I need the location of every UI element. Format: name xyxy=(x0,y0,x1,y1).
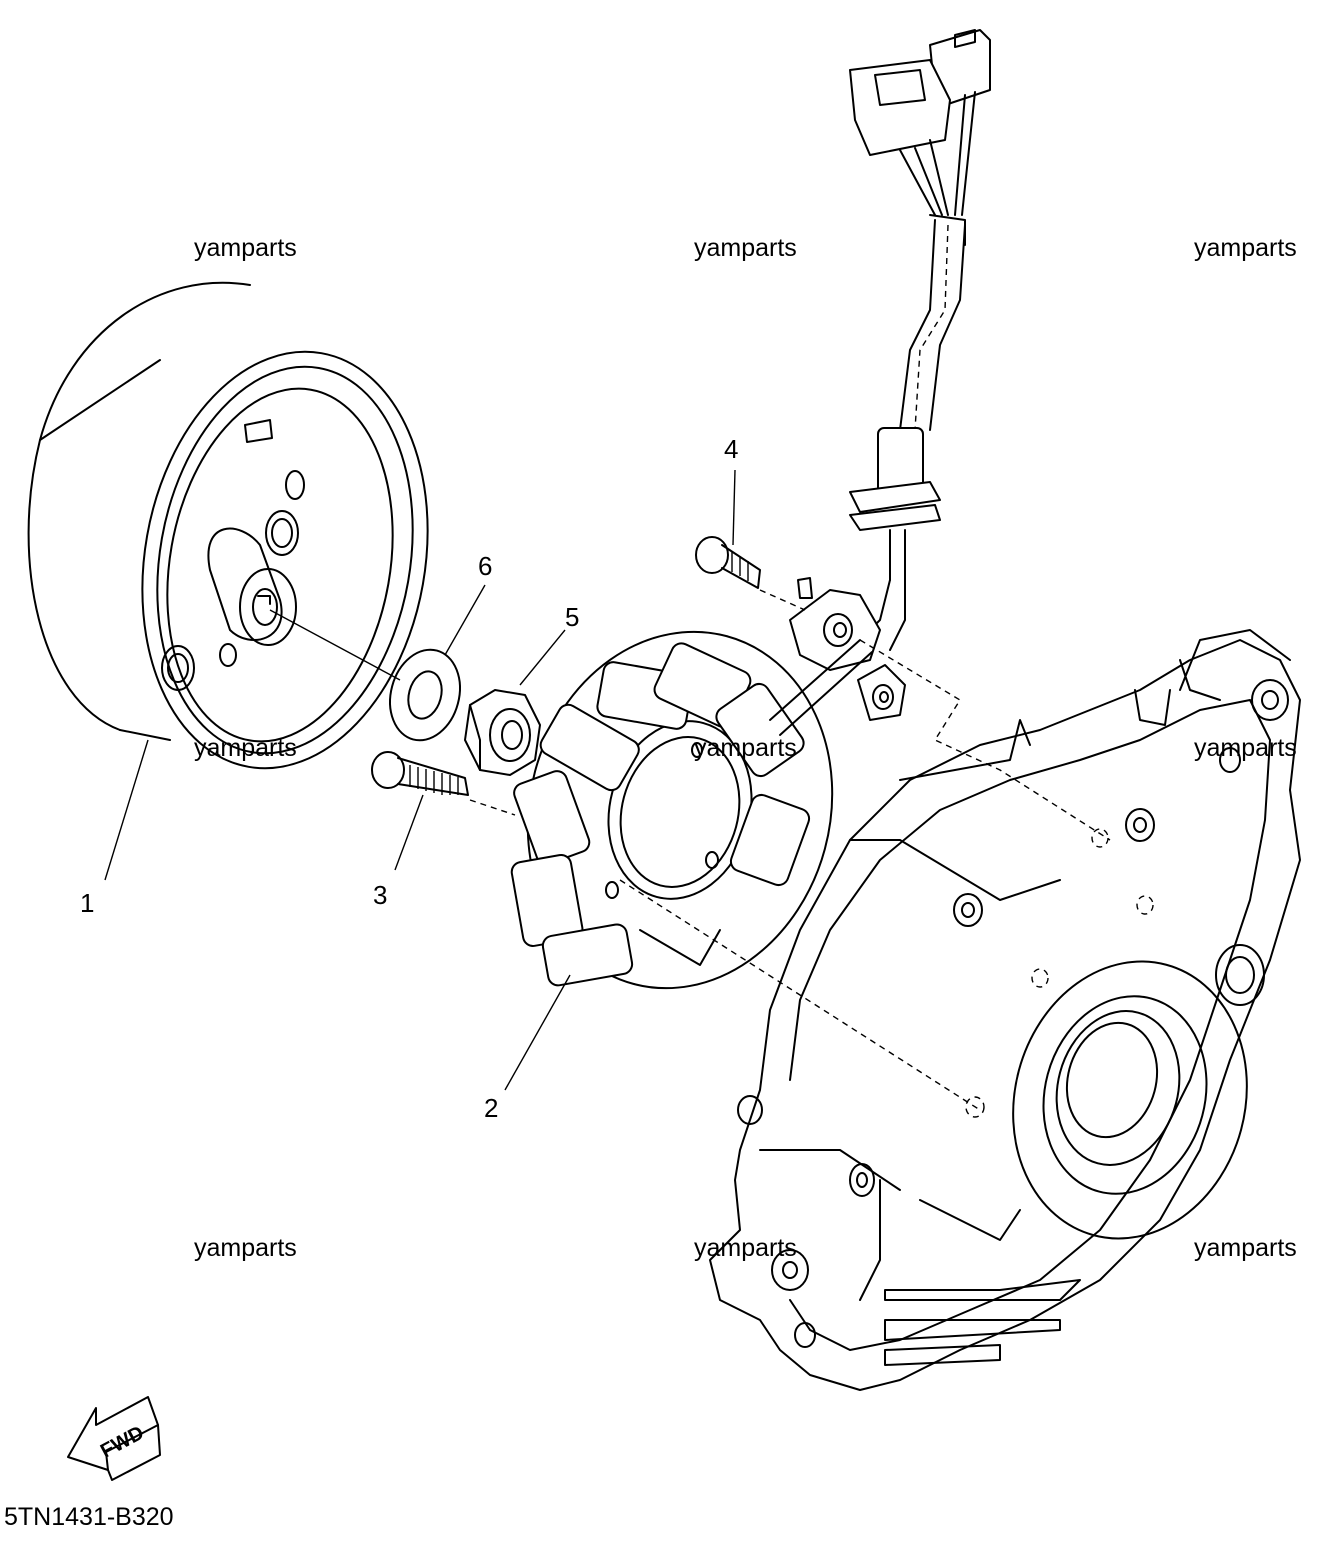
crankcase-cover-icon xyxy=(709,629,1301,1391)
wire-connector-icon xyxy=(769,29,991,736)
callout-4: 4 xyxy=(724,434,738,464)
nut-icon xyxy=(464,689,541,776)
callout-1: 1 xyxy=(80,888,94,918)
washer-icon xyxy=(389,648,461,742)
watermark-text: yamparts xyxy=(694,1234,797,1262)
callout-5: 5 xyxy=(565,602,579,632)
callout-2: 2 xyxy=(484,1093,498,1123)
watermark-text: yamparts xyxy=(194,1234,297,1262)
stator-coil-icon xyxy=(510,630,834,990)
watermark-text: yamparts xyxy=(1194,1234,1297,1262)
watermark-text: yamparts xyxy=(694,234,797,262)
callout-6: 6 xyxy=(478,551,492,581)
flywheel-rotor-icon xyxy=(27,281,429,770)
forward-arrow-icon: FWD xyxy=(67,1396,161,1481)
watermark-text: yamparts xyxy=(1194,734,1297,762)
bolt-icon xyxy=(695,536,761,589)
leader-lines xyxy=(104,469,1111,1111)
watermark-text: yamparts xyxy=(694,734,797,762)
watermark-text: yamparts xyxy=(194,734,297,762)
diagram-code: 5TN1431-B320 xyxy=(4,1503,174,1531)
watermark-text: yamparts xyxy=(194,234,297,262)
watermark-text: yamparts xyxy=(1194,234,1297,262)
callout-3: 3 xyxy=(373,880,387,910)
bolt-icon xyxy=(371,751,469,796)
